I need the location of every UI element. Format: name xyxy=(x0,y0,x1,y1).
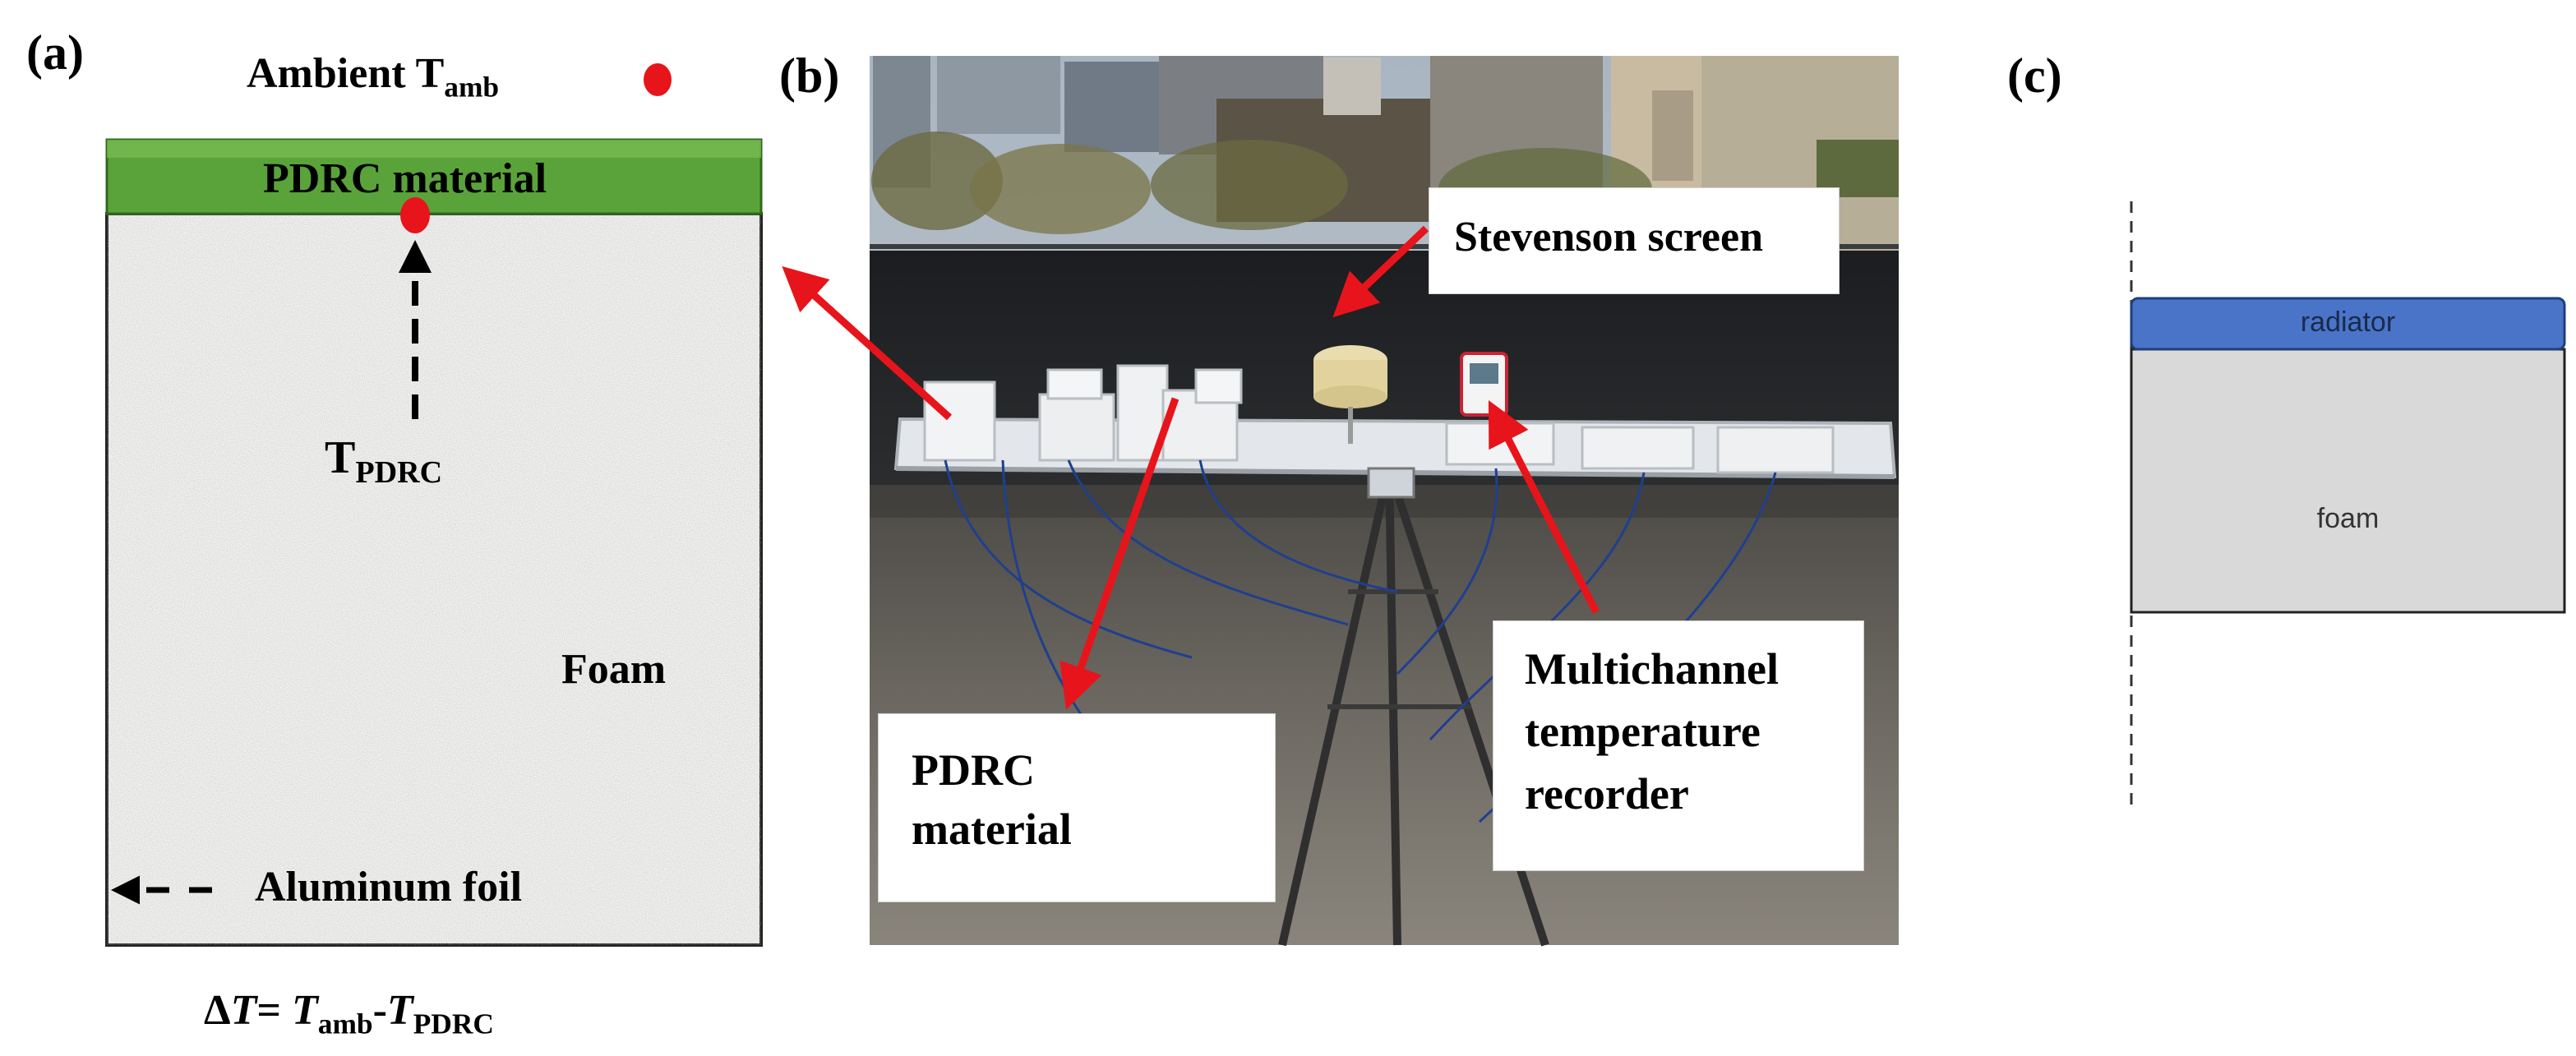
callout-pdrc-line1: PDRC xyxy=(912,745,1035,795)
formula-sub-amb: amb xyxy=(317,1007,373,1040)
ambient-sensor-marker xyxy=(644,63,672,96)
radiator-layer xyxy=(2130,297,2566,351)
pdrc-material-label: PDRC material xyxy=(263,155,547,202)
callout-temperature-recorder: Multichannel temperature recorder xyxy=(1493,620,1864,871)
t-pdrc-label: TPDRC xyxy=(325,431,442,491)
aluminum-foil-label: Aluminum foil xyxy=(255,864,523,911)
delta-t-formula: ΔT= Tamb-TPDRC xyxy=(204,986,494,1040)
callout-pdrc-material: PDRC material xyxy=(878,713,1276,902)
panel-label-a: (a) xyxy=(26,25,84,80)
callout-recorder-line1: Multichannel xyxy=(1525,644,1780,694)
foam-layer-label: foam xyxy=(2316,503,2380,534)
formula-delta: Δ xyxy=(204,987,231,1034)
callout-stevenson-screen: Stevenson screen xyxy=(1429,187,1840,294)
formula-t2: T xyxy=(292,987,318,1034)
foam-label: Foam xyxy=(561,646,667,693)
t-pdrc-letter: T xyxy=(325,432,356,483)
ambient-prefix: Ambient T xyxy=(247,50,445,97)
formula-eq: = xyxy=(256,987,293,1034)
t-pdrc-subscript: PDRC xyxy=(355,455,443,491)
panel-label-b: (b) xyxy=(779,48,840,103)
callout-arrows xyxy=(782,225,1600,710)
callout-recorder-line2: temperature xyxy=(1525,707,1761,756)
callout-recorder-line3: recorder xyxy=(1525,769,1689,819)
pdrc-sensor-marker xyxy=(400,197,430,233)
callout-pdrc-line2: material xyxy=(912,805,1072,854)
formula-dash: - xyxy=(372,987,387,1034)
formula-sub-pdrc: PDRC xyxy=(413,1007,494,1040)
panel-a-schematic xyxy=(105,63,763,947)
formula-t1: T xyxy=(230,987,257,1034)
ambient-subscript: amb xyxy=(444,70,500,104)
radiator-label: radiator xyxy=(2300,307,2396,338)
foam-block xyxy=(2130,348,2566,614)
ambient-temperature-label: Ambient Tamb xyxy=(247,49,499,104)
formula-t3: T xyxy=(386,987,413,1034)
panel-c-schematic xyxy=(2130,201,2566,809)
panel-label-c: (c) xyxy=(2007,48,2062,103)
